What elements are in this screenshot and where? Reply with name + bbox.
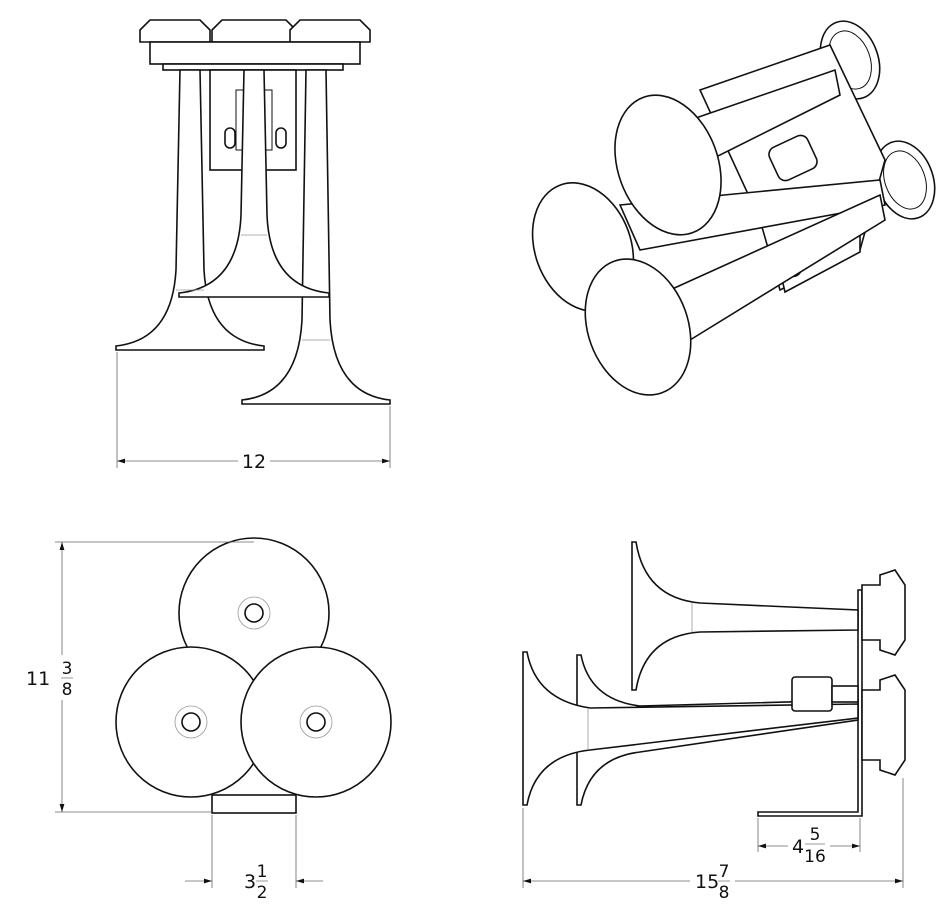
bracket	[757, 589, 863, 817]
horn-center	[178, 69, 330, 298]
dimension-bracket-width: 3 1 2	[185, 815, 323, 903]
mount-caps	[139, 19, 371, 71]
bottom-view	[115, 537, 392, 814]
svg-text:5: 5	[810, 825, 821, 845]
svg-text:4: 4	[792, 836, 804, 858]
dimension-bottom-height: 11 3 8	[26, 541, 254, 813]
horn-top	[631, 541, 859, 691]
svg-text:1: 1	[257, 862, 268, 882]
dimension-front-width: 12	[116, 352, 391, 473]
svg-text:3: 3	[244, 871, 256, 893]
dimension-bracket-depth: 4 5 16	[757, 818, 861, 867]
svg-text:2: 2	[257, 883, 268, 903]
svg-text:8: 8	[719, 883, 730, 903]
bell-front	[584, 258, 692, 396]
horn-long	[522, 651, 859, 806]
bell-top	[614, 94, 722, 236]
svg-text:11: 11	[26, 668, 50, 690]
svg-text:15: 15	[695, 871, 719, 893]
svg-text:8: 8	[62, 680, 73, 700]
svg-text:16: 16	[804, 847, 826, 867]
dimension-label: 12	[242, 451, 266, 473]
front-view	[115, 19, 391, 405]
side-view	[522, 541, 906, 817]
svg-text:7: 7	[719, 862, 730, 882]
valve-cylinder	[791, 676, 833, 712]
horn-right	[241, 69, 391, 405]
svg-text:3: 3	[62, 659, 73, 679]
isometric-view	[531, 20, 936, 396]
dimension-overall-length: 15 7 8	[522, 778, 904, 903]
